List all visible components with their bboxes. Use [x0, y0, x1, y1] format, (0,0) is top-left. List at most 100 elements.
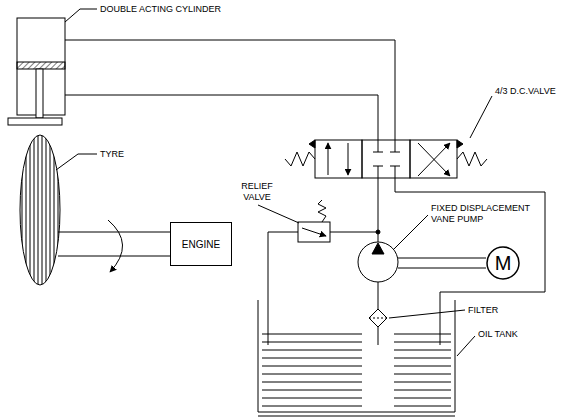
dc-valve — [390, 152, 400, 153]
tyre — [30, 135, 31, 285]
dc-valve — [362, 140, 410, 178]
filter — [369, 318, 387, 319]
tyre — [34, 135, 35, 285]
dc-valve — [373, 166, 383, 167]
tyre — [22, 135, 23, 285]
oil-tank — [258, 416, 455, 417]
relief-valve — [298, 200, 330, 242]
dc-valve — [418, 143, 450, 176]
hydraulic-line — [65, 95, 378, 140]
relief-valve — [298, 222, 330, 242]
double-acting-cylinder — [8, 118, 62, 125]
oil-tank — [262, 358, 362, 359]
pressure-line — [330, 232, 378, 233]
oil-tank — [394, 366, 451, 367]
dc-valve — [395, 166, 396, 178]
motor-circle: M — [486, 246, 520, 280]
axle-shaft — [58, 232, 170, 256]
pressure-line — [330, 178, 380, 242]
pressure-line — [376, 230, 380, 234]
node-text: ENGINE — [182, 239, 220, 250]
leader-line — [389, 310, 465, 318]
tyre — [22, 135, 58, 285]
motor-shaft — [398, 258, 486, 268]
engine-box: ENGINE — [170, 222, 232, 266]
dc-valve — [457, 140, 463, 148]
double-acting-cylinder — [17, 62, 65, 69]
oil-tank — [394, 390, 451, 391]
oil-tank — [262, 406, 362, 407]
tyre — [42, 135, 43, 285]
filter — [369, 309, 387, 327]
oil-tank — [258, 300, 455, 416]
dc-valve — [410, 140, 457, 178]
hydraulic-line — [65, 40, 395, 140]
dc-valve — [373, 152, 383, 153]
leader-line — [65, 9, 97, 22]
vane-pump — [358, 242, 398, 282]
oil-tank — [258, 300, 455, 412]
dc-valve — [378, 166, 379, 178]
part-label: TYRE — [99, 149, 125, 160]
tyre — [58, 135, 59, 285]
tyre — [50, 135, 51, 285]
leader-line — [258, 205, 299, 223]
oil-tank — [262, 334, 451, 406]
dc-valve — [309, 140, 315, 148]
part-label: RELIEF VALVE — [236, 181, 278, 203]
leader-line — [56, 154, 97, 170]
dc-valve — [315, 140, 362, 178]
oil-tank — [262, 334, 362, 335]
oil-tank — [262, 374, 362, 375]
oil-tank — [394, 374, 451, 375]
part-label: OIL TANK — [477, 329, 519, 340]
double-acting-cylinder — [36, 69, 43, 118]
rotation-arrow — [108, 220, 123, 272]
oil-tank — [394, 334, 451, 335]
axle-shaft — [58, 256, 170, 257]
oil-tank — [262, 398, 362, 399]
double-acting-cylinder — [8, 18, 65, 125]
dc-valve — [285, 152, 315, 166]
oil-tank — [394, 406, 451, 407]
motor-shaft — [398, 268, 486, 269]
suction-line — [378, 327, 379, 345]
tyre — [38, 135, 39, 285]
part-label: FIXED DISPLACEMENT VANE PUMP — [430, 203, 544, 225]
motor-shaft — [398, 258, 486, 259]
oil-tank — [394, 398, 451, 399]
leader-line — [56, 9, 492, 356]
dc-valve — [390, 166, 400, 167]
leader-line — [393, 215, 428, 250]
oil-tank — [262, 382, 362, 383]
part-label: 4/3 D.C.VALVE — [494, 86, 557, 97]
node-text: M — [495, 252, 512, 274]
leader-line — [457, 336, 475, 356]
tyre — [54, 135, 55, 285]
tyre — [20, 135, 60, 285]
leader-line — [470, 96, 492, 138]
hydraulic-line — [65, 40, 395, 140]
dc-valve — [348, 143, 349, 175]
motor-outline — [487, 247, 519, 279]
relief-valve — [302, 228, 326, 236]
oil-tank — [262, 350, 362, 351]
return-line — [395, 178, 545, 345]
oil-tank — [262, 342, 362, 343]
dc-valve — [418, 143, 450, 176]
oil-tank — [262, 366, 362, 367]
suction-line — [378, 282, 379, 309]
oil-tank — [394, 350, 451, 351]
oil-tank — [394, 382, 451, 383]
vane-pump — [358, 242, 398, 282]
dc-valve — [457, 152, 487, 166]
part-label: FILTER — [467, 305, 499, 316]
axle-shaft — [58, 232, 170, 233]
tyre — [46, 135, 47, 285]
relief-drain-line — [268, 232, 298, 345]
vane-pump — [372, 243, 384, 254]
filter — [369, 309, 387, 327]
relief-valve — [318, 200, 326, 222]
oil-tank — [394, 342, 451, 343]
